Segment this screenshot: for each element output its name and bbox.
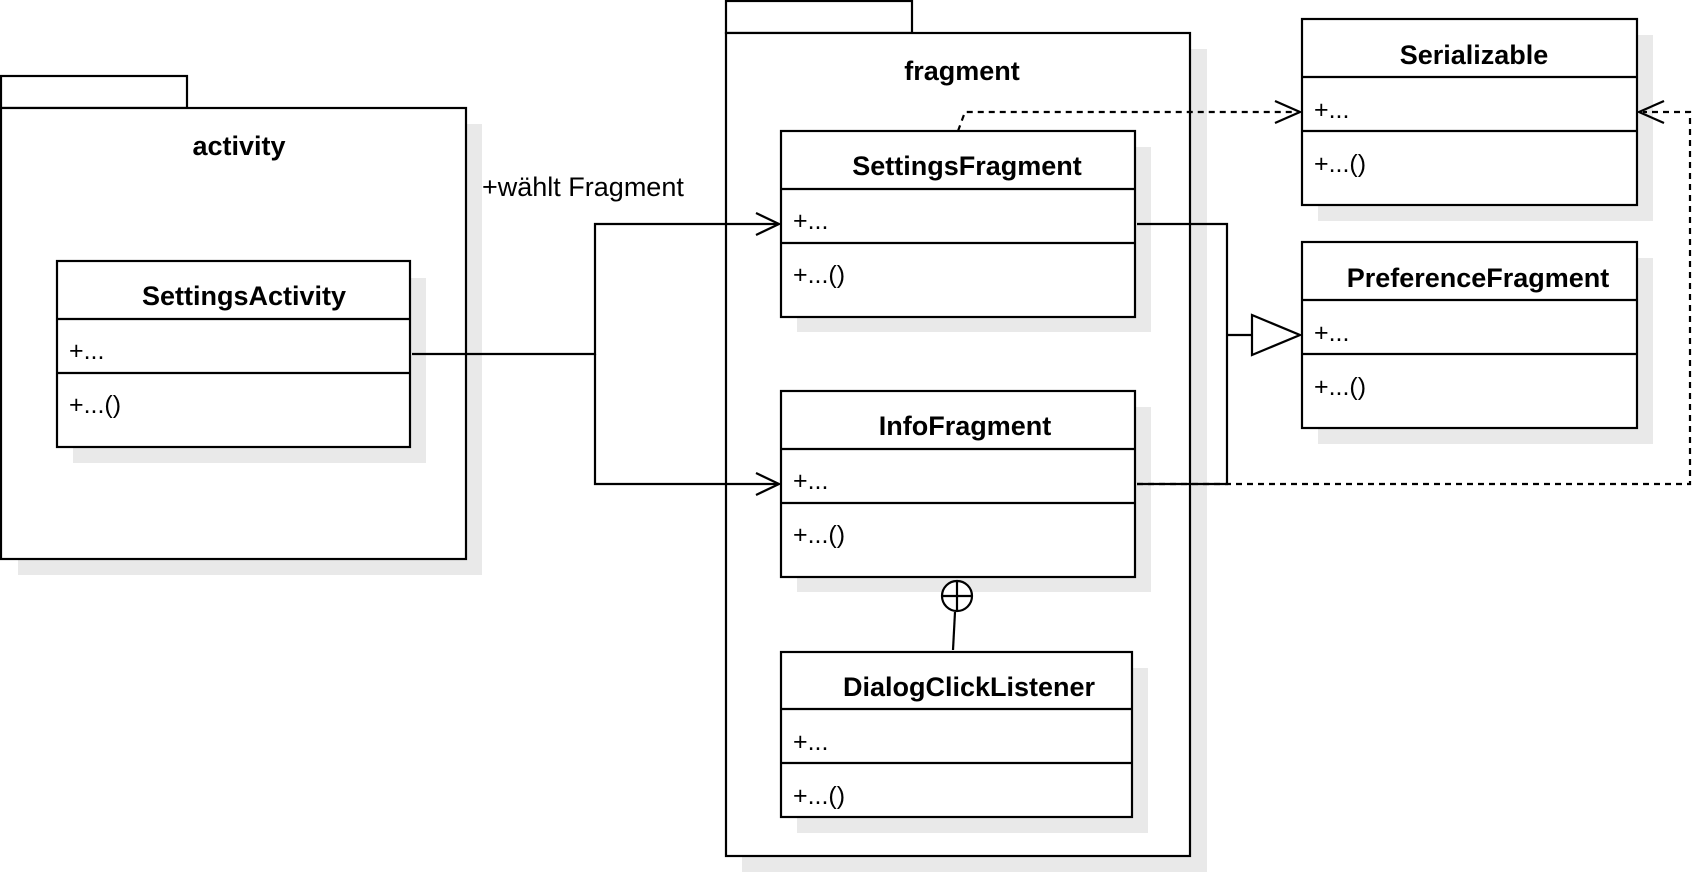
class-settings-activity-box [55, 259, 412, 449]
class-dialog-click-listener[interactable]: DialogClickListener +... +...() [779, 650, 1148, 833]
realization-arrowhead-serializable-left [1274, 99, 1303, 125]
class-dialog-click-listener-name: DialogClickListener [843, 672, 1096, 702]
class-dialog-click-listener-box [779, 650, 1134, 819]
class-serializable[interactable]: Serializable +... +...() [1300, 17, 1653, 221]
realization-settings-fragment-serializable [956, 99, 1303, 132]
class-preference-fragment-operations: +...() [1314, 373, 1366, 401]
class-serializable-name: Serializable [1400, 40, 1549, 70]
class-serializable-box [1300, 17, 1639, 207]
class-settings-fragment-name: SettingsFragment [852, 151, 1082, 181]
class-info-fragment[interactable]: InfoFragment +... +...() [779, 389, 1151, 592]
package-activity-tab [0, 74, 189, 110]
class-settings-activity-operations: +...() [69, 391, 121, 419]
class-preference-fragment-box [1300, 240, 1639, 430]
class-settings-activity[interactable]: SettingsActivity +... +...() [55, 259, 426, 463]
association-arrowhead-info-fragment [755, 472, 782, 496]
class-preference-fragment-name: PreferenceFragment [1347, 263, 1610, 293]
package-fragment-tab [724, 0, 914, 35]
class-preference-fragment-attributes: +... [1314, 319, 1349, 347]
class-settings-fragment-operations: +...() [793, 261, 845, 289]
association-label: +wählt Fragment [482, 172, 684, 202]
class-info-fragment-name: InfoFragment [879, 411, 1052, 441]
class-dialog-click-listener-attributes: +... [793, 728, 828, 756]
association-arrowhead-settings-fragment [755, 212, 782, 236]
class-settings-activity-name: SettingsActivity [142, 281, 346, 311]
class-info-fragment-box [779, 389, 1137, 579]
class-settings-activity-attributes: +... [69, 337, 104, 365]
package-fragment-title: fragment [904, 56, 1020, 86]
class-preference-fragment[interactable]: PreferenceFragment +... +...() [1300, 240, 1653, 444]
class-info-fragment-operations: +...() [793, 521, 845, 549]
nesting-dialog-click-listener [940, 579, 974, 651]
association-selects-fragment: +wählt Fragment [412, 172, 782, 496]
class-serializable-operations: +...() [1314, 150, 1366, 178]
class-dialog-click-listener-operations: +...() [793, 782, 845, 810]
realization-arrowhead-serializable-right [1636, 99, 1665, 125]
realization-info-fragment-serializable [1137, 99, 1692, 486]
generalization-triangle-arrowhead [1250, 313, 1303, 357]
package-activity-title: activity [192, 131, 285, 161]
class-settings-fragment-attributes: +... [793, 207, 828, 235]
class-serializable-attributes: +... [1314, 96, 1349, 124]
class-settings-fragment[interactable]: SettingsFragment +... +...() [779, 129, 1151, 332]
class-info-fragment-attributes: +... [793, 467, 828, 495]
